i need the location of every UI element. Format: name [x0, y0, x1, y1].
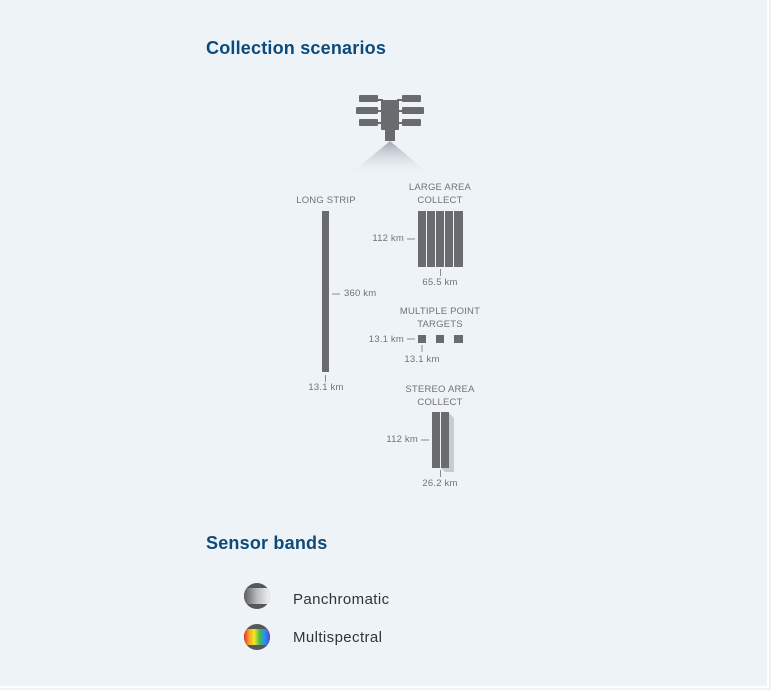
stereo-area-title-line2: COLLECT [417, 397, 463, 408]
point-targets-shape [407, 335, 463, 352]
stereo-area-title-line1: STEREO AREA [405, 384, 475, 395]
multispectral-label: Multispectral [293, 629, 383, 646]
long-strip-shape [322, 211, 340, 382]
panchromatic-label: Panchromatic [293, 591, 390, 608]
point-targets-height-label: 13.1 km [368, 334, 404, 345]
point-targets-width-label: 13.1 km [404, 354, 440, 365]
long-strip-length-label: 360 km [344, 288, 377, 299]
large-area-width-label: 65.5 km [422, 277, 458, 288]
stereo-area-shape [421, 412, 454, 477]
long-strip-title: LONG STRIP [296, 195, 356, 206]
panchromatic-icon [244, 583, 270, 609]
large-area-title-line1: LARGE AREA [408, 182, 472, 193]
sensor-bands-heading: Sensor bands [206, 533, 328, 553]
point-targets-title-line2: TARGETS [417, 319, 463, 330]
satellite-icon [356, 95, 424, 141]
long-strip-width-label: 13.1 km [308, 382, 344, 393]
point-targets-title-line1: MULTIPLE POINT [399, 306, 481, 317]
large-area-shape [407, 211, 463, 276]
stereo-area-height-label: 112 km [386, 434, 418, 445]
multispectral-icon [244, 624, 270, 650]
large-area-title-line2: COLLECT [417, 195, 463, 206]
collection-scenarios-heading: Collection scenarios [206, 38, 387, 58]
large-area-height-label: 112 km [372, 233, 404, 244]
sensor-beam [348, 141, 432, 176]
stereo-area-width-label: 26.2 km [422, 478, 458, 489]
